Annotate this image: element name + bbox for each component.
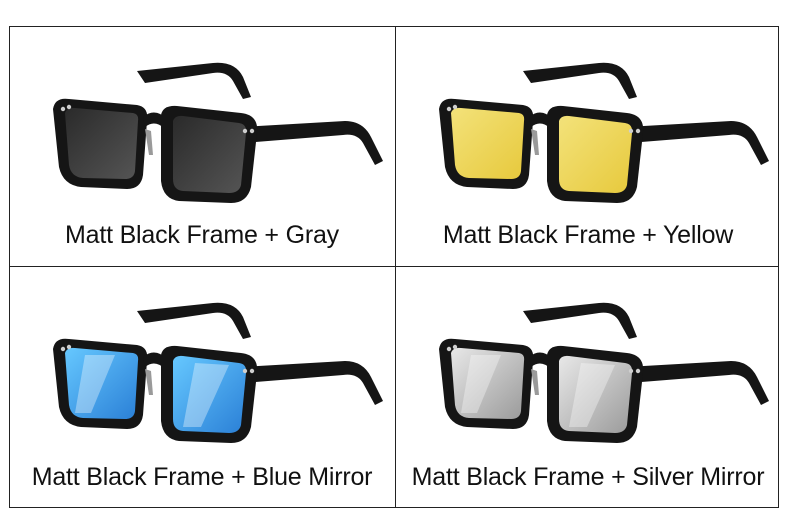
sunglasses-image: [53, 302, 383, 443]
variant-label: Matt Black Frame + Silver Mirror: [411, 463, 765, 491]
variant-card-yellow[interactable]: Matt Black Frame + Yellow: [396, 27, 780, 266]
sunglasses-image: [53, 62, 383, 203]
grid-divider-vertical: [395, 27, 396, 507]
variant-card-silver-mirror[interactable]: Matt Black Frame + Silver Mirror: [396, 267, 780, 506]
sunglasses-image: [439, 62, 769, 203]
product-variant-grid: Matt Black Frame + Gray Matt Black Frame…: [9, 26, 779, 508]
variant-label: Matt Black Frame + Blue Mirror: [31, 463, 373, 491]
variant-label: Matt Black Frame + Yellow: [442, 221, 734, 249]
sunglasses-image: [439, 302, 769, 443]
variant-label: Matt Black Frame + Gray: [65, 221, 339, 249]
variant-card-gray[interactable]: Matt Black Frame + Gray: [10, 27, 394, 266]
variant-card-blue-mirror[interactable]: Matt Black Frame + Blue Mirror: [10, 267, 394, 506]
grid-divider-horizontal: [10, 266, 778, 267]
